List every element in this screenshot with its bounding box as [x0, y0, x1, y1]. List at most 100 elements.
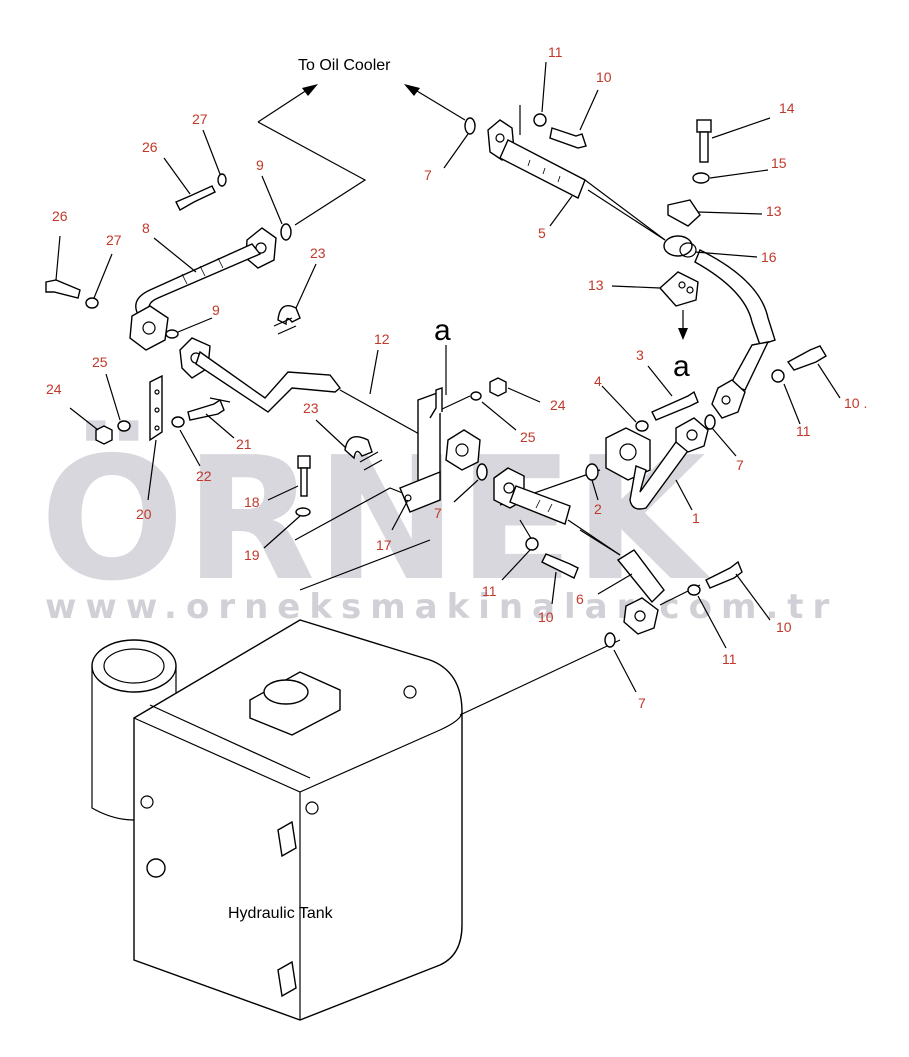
bolt-3: [651, 390, 699, 421]
leader-23b: [315, 419, 347, 449]
leader-8: [153, 237, 197, 273]
tank-filter-cap: [103, 648, 165, 684]
hose-6: [493, 467, 743, 648]
o-ring-7-pipe1: [704, 414, 716, 430]
o-ring-7-bracket: [476, 463, 488, 481]
callout-10: 10 .: [844, 395, 867, 411]
leader-3: [647, 365, 673, 397]
leader-26a: [163, 157, 191, 195]
callout-1: 1: [692, 510, 700, 526]
callout-7: 7: [424, 167, 432, 183]
bolt-21: [187, 398, 225, 421]
hose-5-hatch: [527, 159, 561, 183]
leader-18: [267, 485, 299, 501]
arrow-to-cooler-left: [302, 84, 318, 96]
washer-25-right: [470, 391, 482, 401]
tank-port: [140, 795, 154, 809]
arrow-a-head: [678, 328, 688, 340]
callout-16: 16: [761, 249, 777, 265]
callout-23: 23: [310, 245, 326, 261]
callout-11: 11: [548, 44, 563, 60]
o-ring-7-lower: [604, 632, 616, 648]
route-line: [459, 639, 621, 716]
watermark-url: www.orneksmakinalar.com.tr: [45, 587, 838, 627]
callout-18: 18: [244, 494, 260, 510]
nut-24-left: [95, 425, 113, 445]
u-bolt-23-lower: [344, 436, 373, 460]
callout-13: 13: [588, 277, 604, 293]
leader-19: [263, 515, 301, 549]
leader-21: [205, 413, 235, 439]
washer-11-lower: [687, 584, 701, 596]
bracket-17-tab: [429, 387, 443, 419]
bolt-26-upper: [175, 185, 216, 211]
upper-fasteners: [464, 113, 587, 149]
callout-14: 14: [779, 100, 795, 116]
tank-breather-cap: [263, 679, 309, 705]
leader-11a: [541, 61, 547, 113]
washer-22: [171, 416, 185, 428]
washer-4: [635, 420, 649, 432]
pipe-12: [179, 337, 431, 441]
clamp-hole: [686, 286, 694, 294]
bolt-18-shank: [300, 467, 308, 497]
hose-right-flange: [711, 379, 746, 419]
washer-27-lower: [85, 297, 99, 309]
hose-right-lower: [728, 341, 770, 391]
callout-8: 8: [142, 220, 150, 236]
callout-10: 10: [776, 619, 792, 635]
bracket-17-flange: [445, 429, 481, 471]
o-ring-9-upper: [280, 223, 292, 241]
tank-body: [133, 619, 463, 1021]
callout-numbers: 11 10 14 15 13 16 13 27 26 9 7 5 26 27 8…: [46, 44, 867, 711]
u-bolt-23-upper-threads: [273, 317, 297, 335]
leader-13a: [697, 211, 763, 215]
leader-22: [179, 429, 201, 467]
leader-10c: [551, 571, 557, 605]
u-bolts-23: [273, 305, 383, 471]
callout-21: 21: [236, 436, 252, 452]
callout-5: 5: [538, 225, 546, 241]
o-ring-2: [585, 463, 599, 481]
callout-17: 17: [376, 537, 392, 553]
hose-5: [487, 119, 666, 241]
leader-11c: [501, 549, 531, 581]
tank-port: [403, 685, 417, 699]
leader-5: [549, 195, 573, 227]
leader-17: [391, 499, 409, 531]
bolt-14-head: [696, 119, 712, 133]
callout-9: 9: [212, 302, 220, 318]
callout-26: 26: [142, 139, 158, 155]
leader-14: [711, 117, 771, 139]
leader-lines: [55, 61, 841, 693]
arrows: To Oil Cooler a a: [298, 57, 690, 395]
hose-8-hatch: [181, 257, 224, 285]
leader-10d: [735, 573, 771, 621]
route-line: [257, 121, 367, 226]
washer-11-center: [525, 537, 539, 551]
grommet-16-inner: [679, 242, 697, 258]
hose-5-flange-hole: [495, 133, 505, 143]
hose-6-flange-hole: [503, 482, 515, 494]
to-oil-cooler-label: To Oil Cooler: [298, 57, 391, 74]
hose-5-body: [499, 139, 586, 199]
callout-24: 24: [550, 397, 566, 413]
washer-15: [692, 172, 710, 184]
pipe-12-body: [195, 350, 341, 413]
pipe-1-flange-hole: [619, 443, 637, 461]
callout-13: 13: [766, 203, 782, 219]
route-line: [439, 395, 471, 411]
callout-22: 22: [196, 468, 212, 484]
bracket-17-flange-hole: [455, 443, 469, 457]
tank-bracket: [277, 820, 297, 858]
callout-23: 23: [303, 400, 319, 416]
callout-10: 10: [596, 69, 612, 85]
leader-24a: [69, 407, 99, 431]
callout-27: 27: [192, 111, 208, 127]
hose-8-body: [135, 243, 262, 319]
pipe-12-leader: [339, 389, 431, 441]
bracket-20-assembly: [95, 374, 225, 445]
callout-11: 11: [722, 651, 737, 667]
